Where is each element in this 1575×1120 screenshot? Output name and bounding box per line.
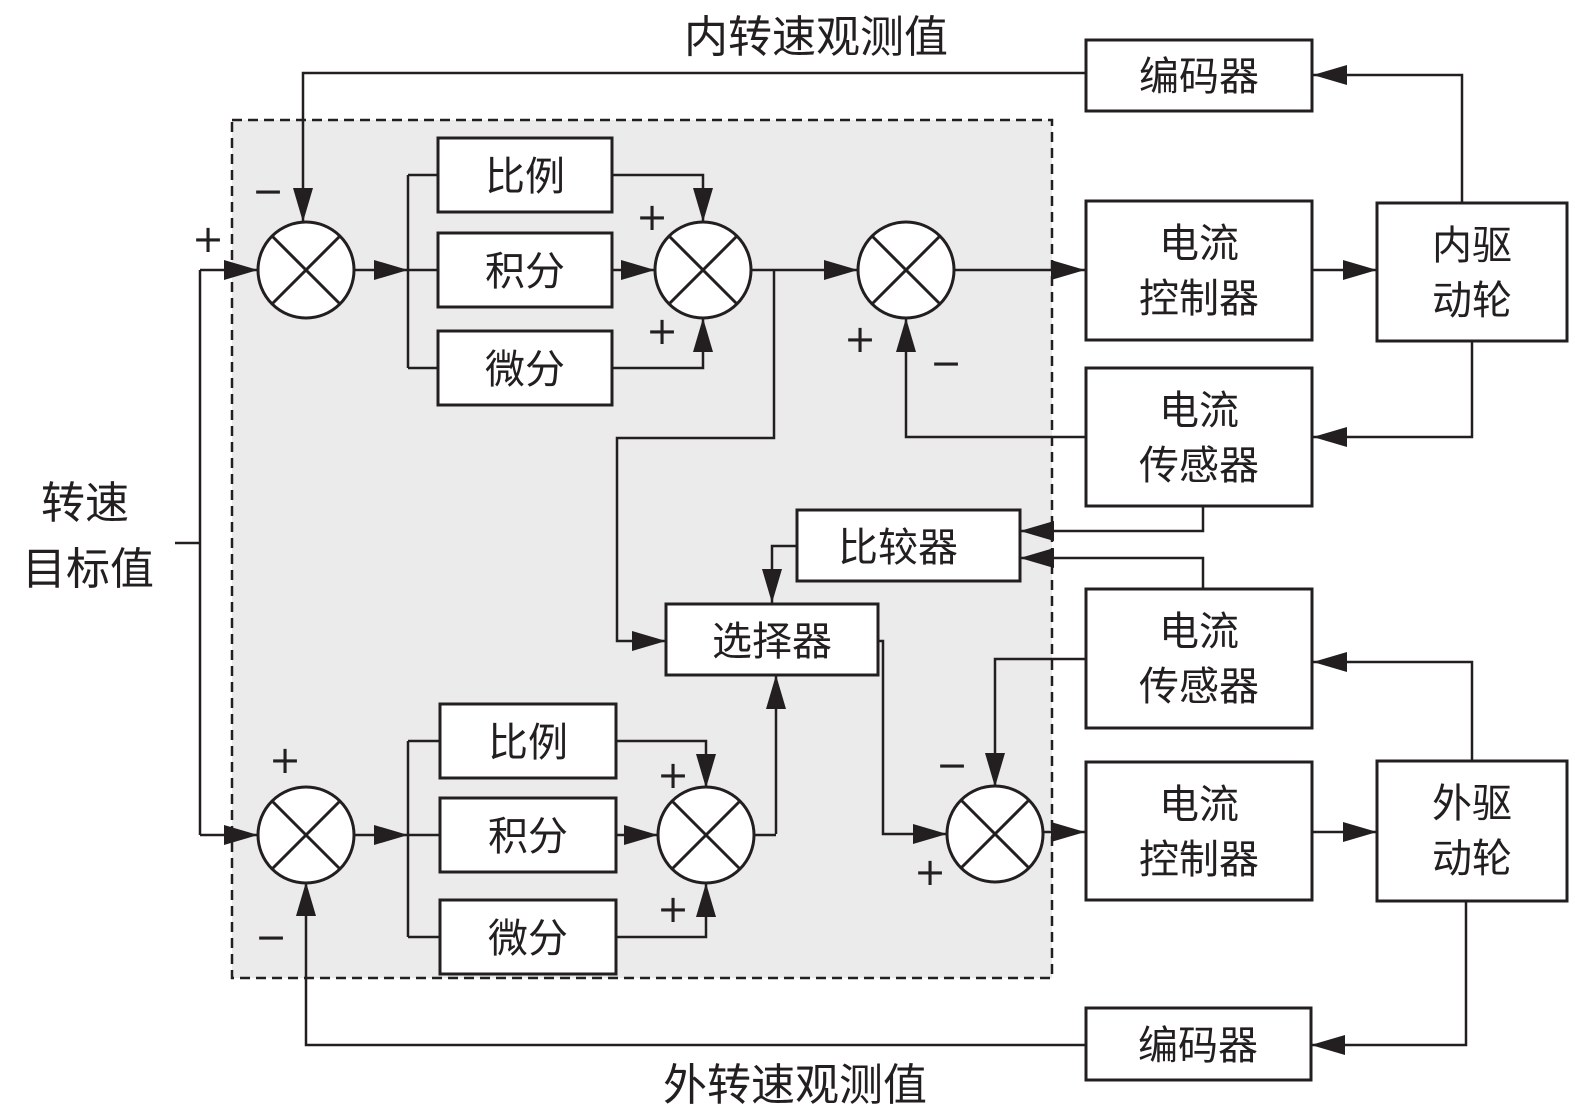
integral-block-bottom: [438, 796, 618, 874]
current-sensor-block-inner: [1084, 366, 1314, 508]
proportional-label-bottom: 比例: [488, 720, 568, 766]
current-controller-block-inner: [1084, 199, 1314, 342]
outer-speed-observation-label: 外转速观测值: [663, 1060, 927, 1111]
selector-block: [664, 602, 880, 677]
plus-sign: +: [657, 753, 689, 797]
summing-junction-bottom-input: [256, 785, 356, 885]
signal-wires: [175, 65, 1474, 1055]
inner-wheel-block: [1375, 201, 1569, 343]
derivative-block-top: [436, 329, 614, 407]
summing-junction-top-current: [856, 220, 956, 320]
summing-junction-top-input: [256, 220, 356, 320]
comparator-label: 比较器: [838, 525, 958, 571]
proportional-label-top: 比例: [485, 154, 565, 200]
minus-sign: −: [252, 169, 284, 213]
current-sensor-label-inner-line2: 传感器: [1139, 443, 1259, 489]
speed-target-label-line1: 转速: [41, 478, 129, 529]
derivative-label-top: 微分: [485, 347, 565, 393]
summing-junction-bottom-current: [945, 784, 1045, 884]
encoder-block-outer: [1084, 1006, 1313, 1082]
comparator-block: [795, 508, 1022, 583]
plus-sign: +: [657, 887, 689, 931]
minus-sign: −: [255, 915, 287, 959]
plus-sign: +: [192, 217, 224, 261]
current-controller-label-outer-line2: 控制器: [1139, 837, 1259, 883]
plus-sign: +: [269, 738, 301, 782]
current-sensor-label-outer-line1: 电流: [1159, 609, 1239, 655]
summing-junction-bottom-pid: [656, 785, 756, 885]
selector-label: 选择器: [712, 619, 832, 665]
encoder-label-inner: 编码器: [1139, 54, 1259, 100]
outer-wheel-label-line2: 动轮: [1432, 836, 1512, 882]
proportional-block-bottom: [438, 702, 618, 780]
outer-wheel-label-line1: 外驱: [1432, 781, 1512, 827]
encoder-label-outer: 编码器: [1138, 1023, 1258, 1069]
minus-sign: −: [930, 341, 962, 385]
plus-sign: +: [914, 850, 946, 894]
derivative-label-bottom: 微分: [488, 916, 568, 962]
integral-label-bottom: 积分: [488, 814, 568, 860]
summing-junction-top-pid: [653, 220, 753, 320]
inner-wheel-label-line1: 内驱: [1432, 223, 1512, 269]
plus-sign: +: [844, 317, 876, 361]
speed-target-label-line2: 目标值: [22, 544, 154, 595]
current-controller-label-inner-line2: 控制器: [1139, 276, 1259, 322]
derivative-block-bottom: [438, 898, 618, 976]
inner-wheel-label-line2: 动轮: [1432, 278, 1512, 324]
inner-speed-observation-label: 内转速观测值: [684, 12, 948, 63]
current-controller-label-outer-line1: 电流: [1159, 782, 1239, 828]
minus-sign: −: [936, 743, 968, 787]
current-controller-label-inner-line1: 电流: [1159, 221, 1239, 267]
current-sensor-label-inner-line1: 电流: [1159, 388, 1239, 434]
plus-sign: +: [636, 195, 668, 239]
integral-block-top: [436, 231, 614, 309]
outer-wheel-block: [1375, 759, 1569, 903]
current-sensor-label-outer-line2: 传感器: [1139, 664, 1259, 710]
sign-markers: − + + + + − + − + + − +: [192, 169, 968, 959]
integral-label-top: 积分: [485, 249, 565, 295]
plus-sign: +: [646, 309, 678, 353]
current-controller-block-outer: [1084, 760, 1314, 902]
encoder-block-inner: [1084, 38, 1314, 113]
proportional-block-top: [436, 136, 614, 214]
current-sensor-block-outer: [1084, 587, 1314, 730]
